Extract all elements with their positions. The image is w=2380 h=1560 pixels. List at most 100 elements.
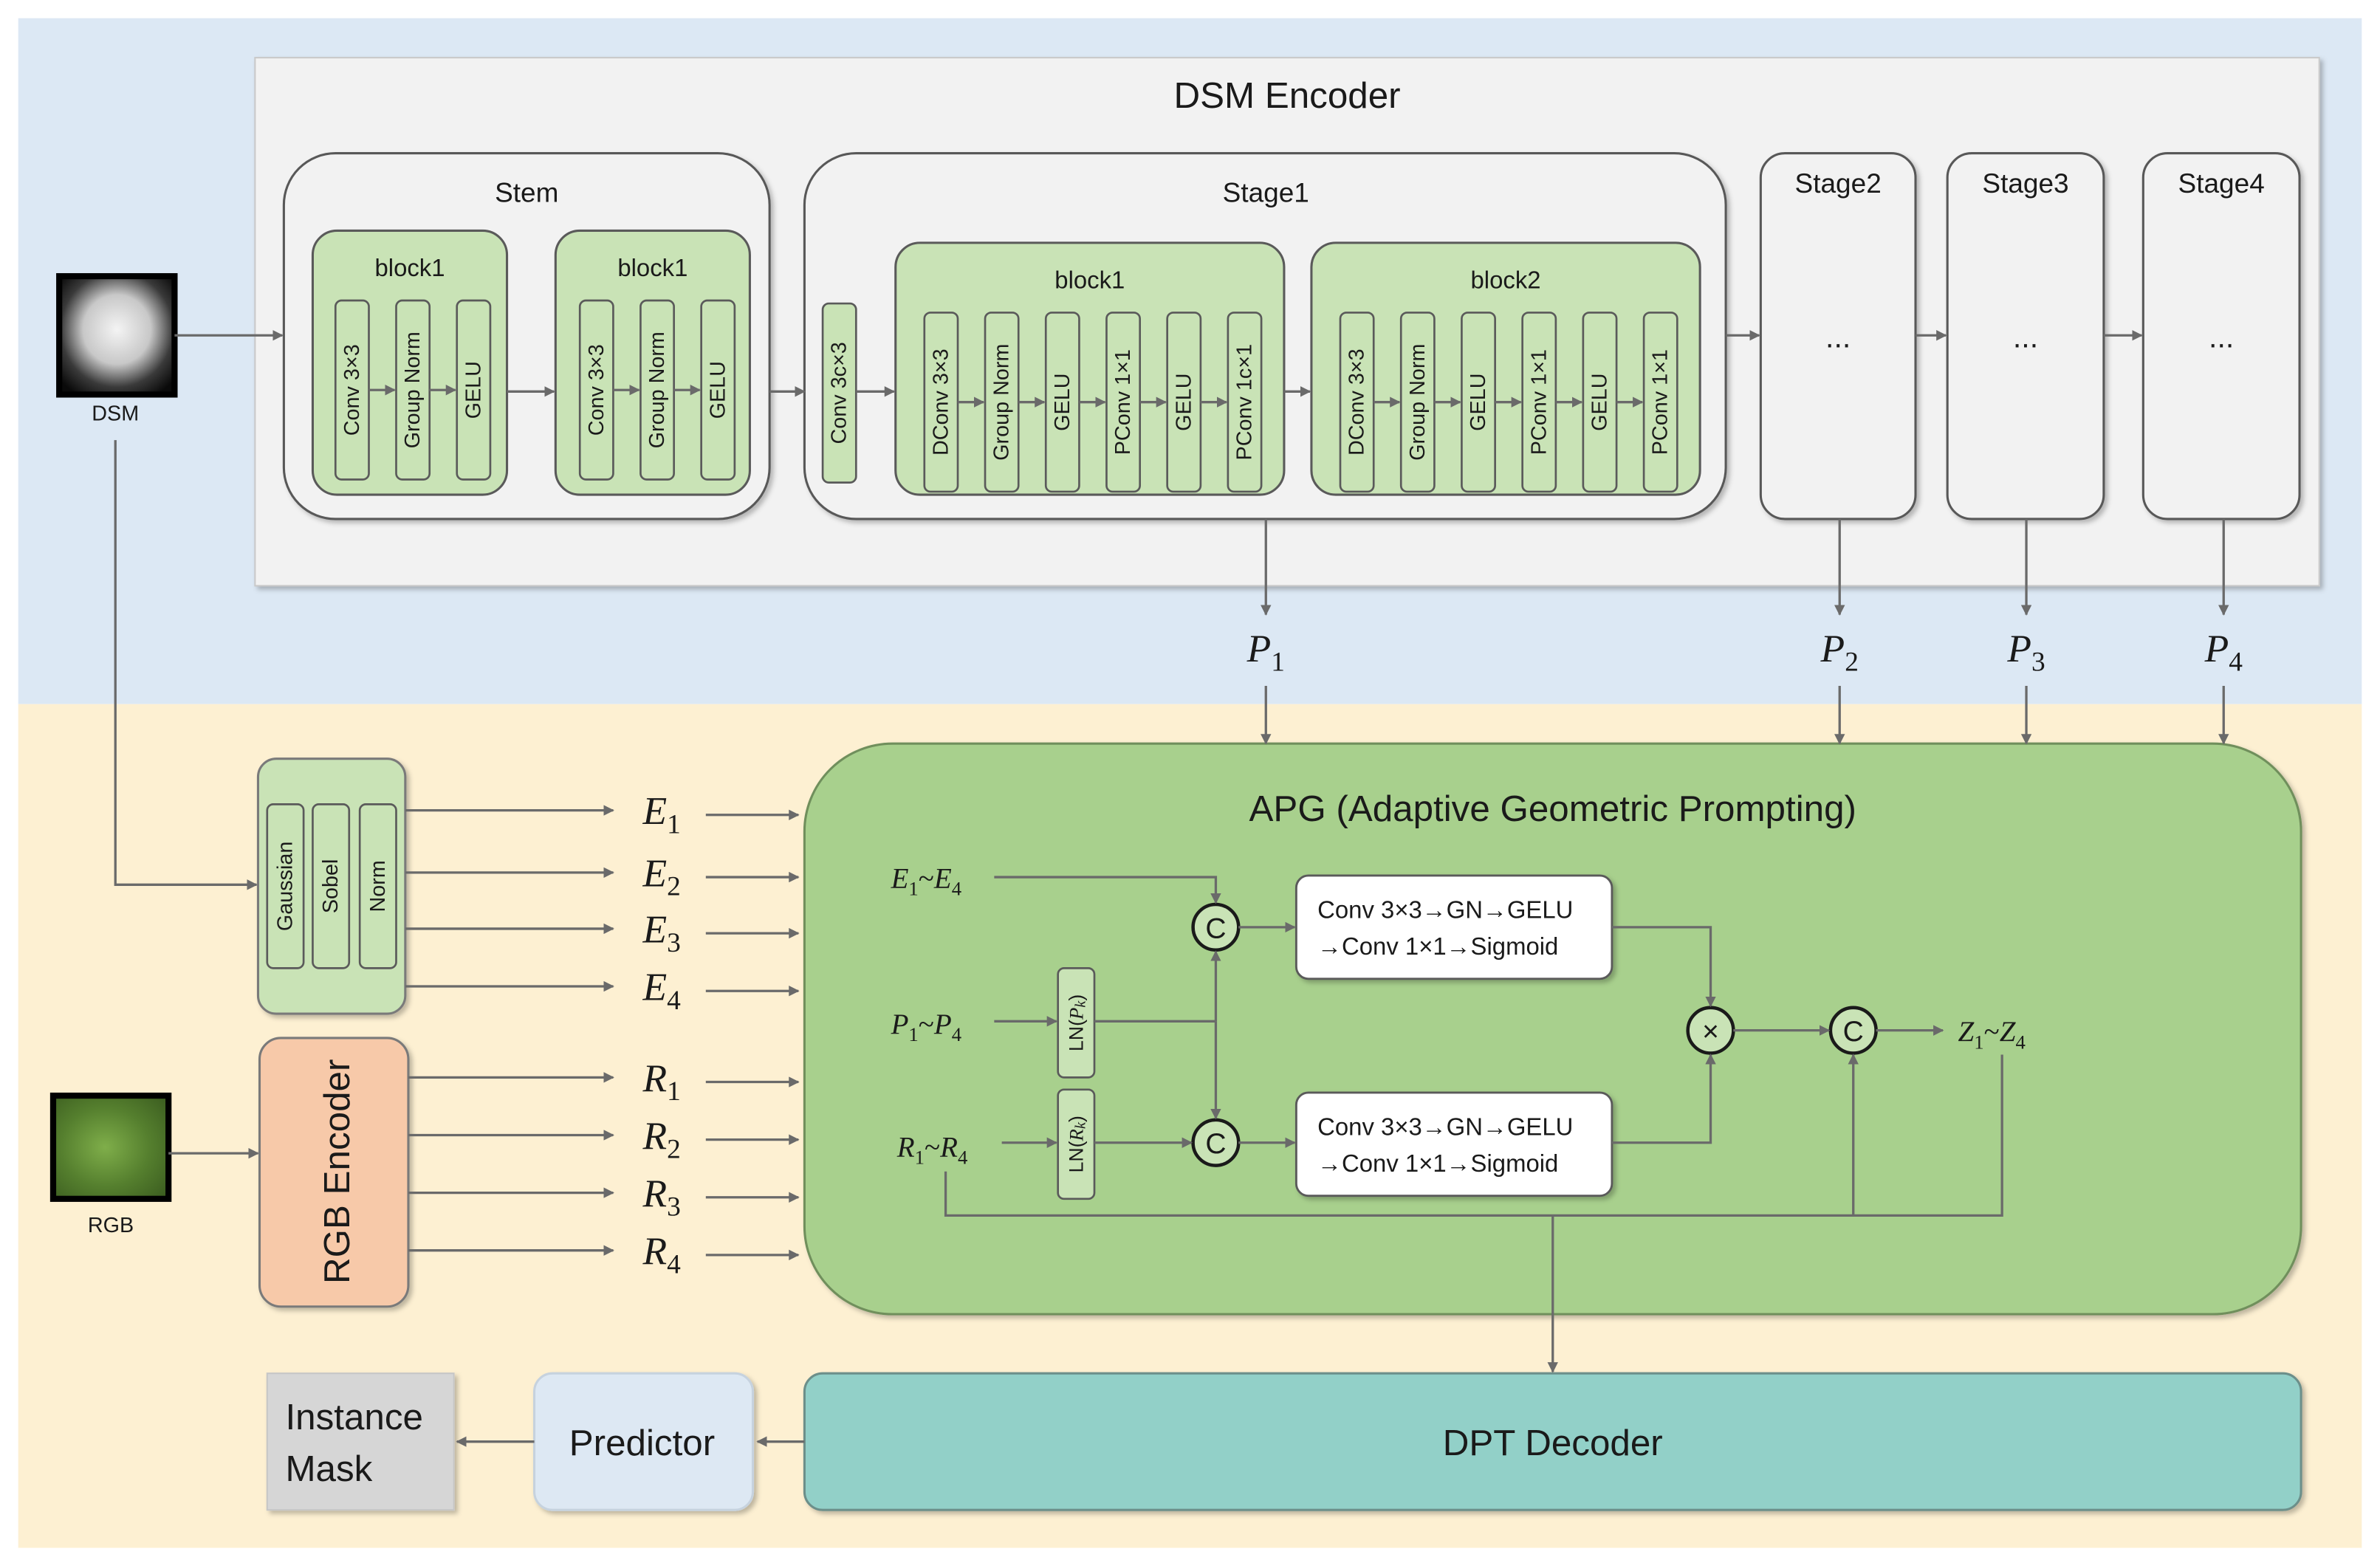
stage1-block2-op-1-label: DConv 3×3: [1345, 348, 1369, 456]
predictor-label: Predictor: [569, 1423, 715, 1463]
rgb-label: RGB: [88, 1214, 134, 1237]
edge-ops: Gaussian Sobel Norm: [266, 803, 397, 969]
p4-label: P4: [2204, 626, 2243, 677]
stage1-block2-op-4-label: PConv 1×1: [1527, 349, 1551, 455]
stage1-block2-op-6-bar: [1642, 312, 1678, 493]
edge-op-2-bar: [312, 803, 351, 969]
z-range-label: Z1~Z4: [1958, 1016, 2026, 1053]
p3-label: P3: [2006, 626, 2045, 677]
e3-label: E3: [642, 907, 681, 958]
stage1-block1-op-6-bar: [1227, 312, 1263, 493]
stem-block1-a-op-3-bar: [456, 299, 492, 481]
edge-op-1-label: Gaussian: [273, 842, 297, 932]
r1-label: R1: [642, 1056, 681, 1107]
ln-r-box-label: LN(Rk): [1065, 1116, 1088, 1172]
stem-block1-a-op-2-label: Group Norm: [401, 331, 425, 448]
multiply-node-symbol: ×: [1702, 1016, 1719, 1048]
stage4-body: ...: [2209, 320, 2234, 354]
dsm-to-edge-arrow: [114, 440, 258, 890]
p-range-label: P1~P4: [891, 1008, 962, 1045]
dsm-label: DSM: [92, 402, 139, 425]
conv-gate-top-line2: →Conv 1×1→Sigmoid: [1317, 932, 1558, 960]
stage1-block1-op-1-label: DConv 3×3: [929, 348, 953, 456]
ln-r-box: [1057, 1088, 1096, 1200]
stage4-title: Stage4: [2178, 168, 2265, 199]
p1-label: P1: [1246, 626, 1285, 677]
conv-bottom-to-multiply-arrow: [1611, 1054, 1716, 1144]
conv-top-to-multiply-arrow: [1611, 926, 1716, 1008]
stem-block1-b-title: block1: [617, 254, 687, 281]
edge-op-2-label: Sobel: [319, 859, 343, 914]
stage1-block1-op-6-label: PConv 1c×1: [1232, 344, 1256, 461]
concat-top-node-symbol: C: [1205, 913, 1226, 944]
dsm-thumbnail: [56, 272, 178, 398]
r2-label: R2: [642, 1113, 681, 1164]
later-stages: Stage2... Stage3... Stage4...: [1759, 152, 2301, 520]
conv-gate-bottom: [1294, 1091, 1613, 1198]
stem-block1-a-op-3-label: GELU: [462, 361, 485, 419]
stem-block1-b-op-2-label: Group Norm: [645, 331, 669, 448]
stage1-block1-op-4-label: PConv 1×1: [1111, 349, 1135, 455]
dpt-decoder-label: DPT Decoder: [1443, 1423, 1663, 1463]
stem-title: Stem: [495, 177, 558, 207]
stage1-block1-op-2-label: Group Norm: [990, 344, 1014, 461]
edge-op-3-bar: [358, 803, 397, 969]
p2-label: P2: [1820, 626, 1859, 677]
stage1-preconv-label: Conv 3c×3: [828, 342, 851, 444]
stem-block1-b-op-1-label: Conv 3×3: [585, 344, 608, 436]
concat-output-node-symbol: C: [1843, 1016, 1864, 1048]
stem-block1-b-op-3-label: GELU: [706, 361, 730, 419]
stem-block1-a-title: block1: [374, 254, 445, 281]
conv-gate-bottom-line1: Conv 3×3→GN→GELU: [1317, 1113, 1573, 1140]
stage1-block2-op-3-label: GELU: [1467, 374, 1490, 431]
rgb-encoder-label: RGB Encoder: [317, 1059, 357, 1284]
stage1-block1-title: block1: [1054, 267, 1125, 294]
instance-mask-line1: Instance: [285, 1397, 422, 1437]
stage1-block2-title: block2: [1471, 267, 1541, 294]
stage2-body: ...: [1825, 320, 1851, 354]
stage1-block2-op-6-label: PConv 1×1: [1649, 349, 1673, 455]
e2-label: E2: [642, 851, 681, 901]
stage1-block1-op-5-label: GELU: [1172, 374, 1196, 431]
rgb-thumbnail: [49, 1092, 172, 1202]
stage1-block2-op-5-label: GELU: [1588, 374, 1611, 431]
e1-label: E1: [642, 788, 681, 839]
concat-bottom-node-symbol: C: [1205, 1128, 1226, 1160]
instance-mask-output: [266, 1372, 455, 1511]
r3-label: R3: [642, 1171, 681, 1222]
stage1-title: Stage1: [1223, 177, 1309, 207]
ln-p-box-label: LN(Pk): [1065, 994, 1088, 1051]
stage1-preconv-bar: [821, 302, 857, 484]
conv-gate-bottom-line2: →Conv 1×1→Sigmoid: [1317, 1150, 1558, 1177]
r4-label: R4: [642, 1229, 682, 1279]
apg-title: APG (Adaptive Geometric Prompting): [1249, 788, 1856, 829]
rgb-encoder-module: [258, 1037, 410, 1308]
stem-block1-a-op-1-label: Conv 3×3: [340, 344, 364, 436]
dsm-encoder-title: DSM Encoder: [1174, 75, 1401, 116]
connection-arrows: [114, 330, 2229, 1447]
stage1-block2-op-2-label: Group Norm: [1406, 344, 1430, 461]
ln-p-box: [1057, 967, 1096, 1079]
conv-gate-top-line1: Conv 3×3→GN→GELU: [1317, 896, 1573, 924]
stage2-title: Stage2: [1795, 168, 1882, 199]
e4-label: E4: [642, 965, 682, 1016]
stage4-module: [2141, 152, 2301, 520]
stage3-body: ...: [2013, 320, 2038, 354]
residual-skip-line: [944, 1054, 2003, 1217]
e-range-label: E1~E4: [891, 862, 962, 899]
conv-gate-top: [1294, 874, 1613, 980]
stage1-block1-op-3-label: GELU: [1051, 374, 1074, 431]
edge-op-3-label: Norm: [366, 860, 390, 912]
e-range-to-concat-arrow: [994, 876, 1221, 904]
stem-block1-b-op-3-bar: [700, 299, 736, 481]
instance-mask-line2: Mask: [285, 1449, 372, 1489]
r-range-label: R1~R4: [896, 1131, 968, 1168]
stage3-title: Stage3: [1982, 168, 2068, 199]
edge-op-1-bar: [266, 803, 305, 969]
